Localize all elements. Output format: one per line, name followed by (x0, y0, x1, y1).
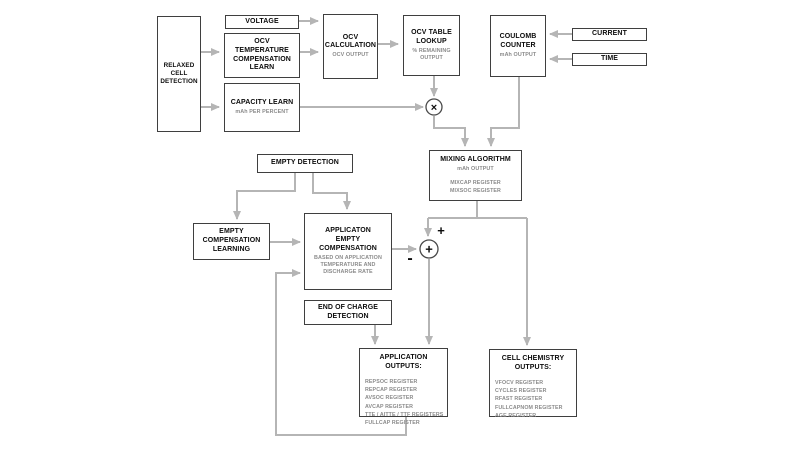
application-outputs-box: APPLICATION OUTPUTS: REPSOC REGISTER REP… (359, 348, 448, 426)
sum-node-circle (419, 239, 439, 259)
coulomb-counter-subtitle: mAh OUTPUT (499, 51, 537, 58)
relaxed-cell-detection-title: RELAXED CELL DETECTION (160, 61, 198, 86)
current-title: CURRENT (592, 30, 627, 38)
mixing-algorithm-title: MIXING ALGORITHM (440, 156, 511, 163)
voltage-box: VOLTAGE (225, 15, 299, 29)
capacity-learn-box: CAPACITY LEARN mAh PER PERCENT (224, 83, 300, 132)
application-outputs-registers: REPSOC REGISTER REPCAP REGISTER AVSOC RE… (365, 378, 444, 426)
ocv-table-lookup-subtitle: % REMAINING OUTPUT (412, 47, 451, 61)
ocv-calculation-box: OCV CALCULATION OCV OUTPUT (323, 14, 378, 79)
cell-chemistry-outputs-box: CELL CHEMISTRY OUTPUTS: VFOCV REGISTER C… (489, 349, 577, 419)
coulomb-counter-title: COULOMB COUNTER (499, 33, 537, 49)
wire-appoutputs-feedback-to-appempty-arrow (275, 269, 407, 436)
mixing-algorithm-box: MIXING ALGORITHM mAh OUTPUT MIXCAP REGIS… (429, 150, 522, 201)
ocv-calculation-title: OCV CALCULATION (324, 33, 377, 50)
multiply-operator: × (431, 102, 437, 114)
capacity-learn-title: CAPACITY LEARN (230, 99, 294, 107)
time-title: TIME (600, 55, 619, 63)
relaxed-cell-detection-box: RELAXED CELL DETECTION (157, 16, 201, 132)
ocv-temperature-compensation-learn-box: OCV TEMPERATURE COMPENSATION LEARN (224, 33, 300, 78)
sum-operator: + (425, 242, 433, 257)
end-of-charge-detection-box: END OF CHARGE DETECTION (304, 300, 392, 325)
wire-coulomb-to-mixing-arrow (487, 77, 520, 147)
wire-emptydet-to-emptycomp-arrow (233, 173, 296, 220)
current-box: CURRENT (572, 28, 647, 41)
empty-detection-title: EMPTY DETECTION (271, 159, 339, 167)
mixing-algorithm-registers: MIXCAP REGISTER MIXSOC REGISTER (450, 179, 501, 195)
cell-chemistry-outputs-title: CELL CHEMISTRY OUTPUTS: (501, 355, 565, 371)
sum-plus-input-label: + (437, 223, 445, 238)
multiply-node-circle (425, 98, 443, 116)
mixing-algorithm-subtitle: mAh OUTPUT (457, 165, 494, 172)
application-empty-compensation-box: APPLICATON EMPTY COMPENSATION BASED ON A… (304, 213, 392, 290)
application-empty-compensation-subtitle: BASED ON APPLICATION TEMPERATURE AND DIS… (314, 254, 382, 275)
empty-compensation-learning-title: EMPTY COMPENSATION LEARNING (202, 228, 261, 253)
ocv-table-lookup-box: OCV TABLE LOOKUP % REMAINING OUTPUT (403, 15, 460, 76)
cell-chemistry-outputs-registers: VFOCV REGISTER CYCLES REGISTER RFAST REG… (495, 379, 563, 419)
wire-emptydet-to-appempty-arrow (312, 173, 351, 210)
capacity-learn-subtitle: mAh PER PERCENT (235, 108, 289, 115)
ocv-table-lookup-title: OCV TABLE LOOKUP (411, 29, 452, 45)
coulomb-counter-box: COULOMB COUNTER mAh OUTPUT (490, 15, 546, 77)
ocv-calculation-subtitle: OCV OUTPUT (332, 52, 369, 59)
ocv-temperature-compensation-learn-title: OCV TEMPERATURE COMPENSATION LEARN (233, 37, 291, 72)
sum-minus-input-label: - (407, 250, 412, 267)
wire-multiply-to-mixing-arrow (433, 116, 469, 147)
application-outputs-title: APPLICATION OUTPUTS: (379, 354, 428, 370)
end-of-charge-detection-title: END OF CHARGE DETECTION (317, 303, 379, 320)
application-empty-compensation-title: APPLICATON EMPTY COMPENSATION (319, 227, 377, 252)
voltage-title: VOLTAGE (245, 17, 279, 25)
empty-detection-box: EMPTY DETECTION (257, 154, 353, 173)
empty-compensation-learning-box: EMPTY COMPENSATION LEARNING (193, 223, 270, 260)
time-box: TIME (572, 53, 647, 66)
